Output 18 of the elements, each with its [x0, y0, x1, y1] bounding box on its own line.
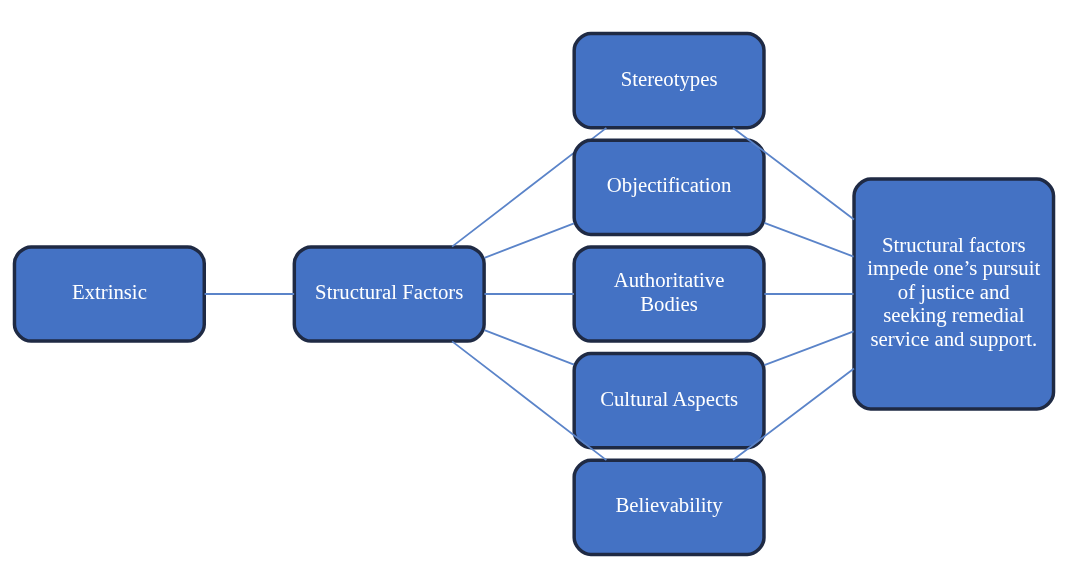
node-box: Structural factors impede one’s pursuit of justice and seeking remedial service and support.	[852, 176, 1056, 411]
connector	[483, 328, 575, 365]
connector	[451, 339, 608, 461]
node-box: Structural Factors	[292, 244, 486, 343]
connector	[763, 221, 855, 257]
connector	[763, 292, 855, 295]
node-box: Cultural Aspects	[572, 351, 766, 449]
connector	[483, 222, 575, 259]
connector	[732, 367, 855, 461]
node-box: Authoritative Bodies	[572, 244, 766, 343]
node-box: Objectification	[572, 138, 766, 236]
connector	[763, 330, 855, 366]
connector	[203, 292, 296, 295]
node-box: Believability	[572, 458, 766, 556]
connector	[732, 126, 855, 220]
node-box: Stereotypes	[572, 31, 766, 129]
node-box: Extrinsic	[12, 244, 206, 343]
connector	[483, 292, 575, 295]
